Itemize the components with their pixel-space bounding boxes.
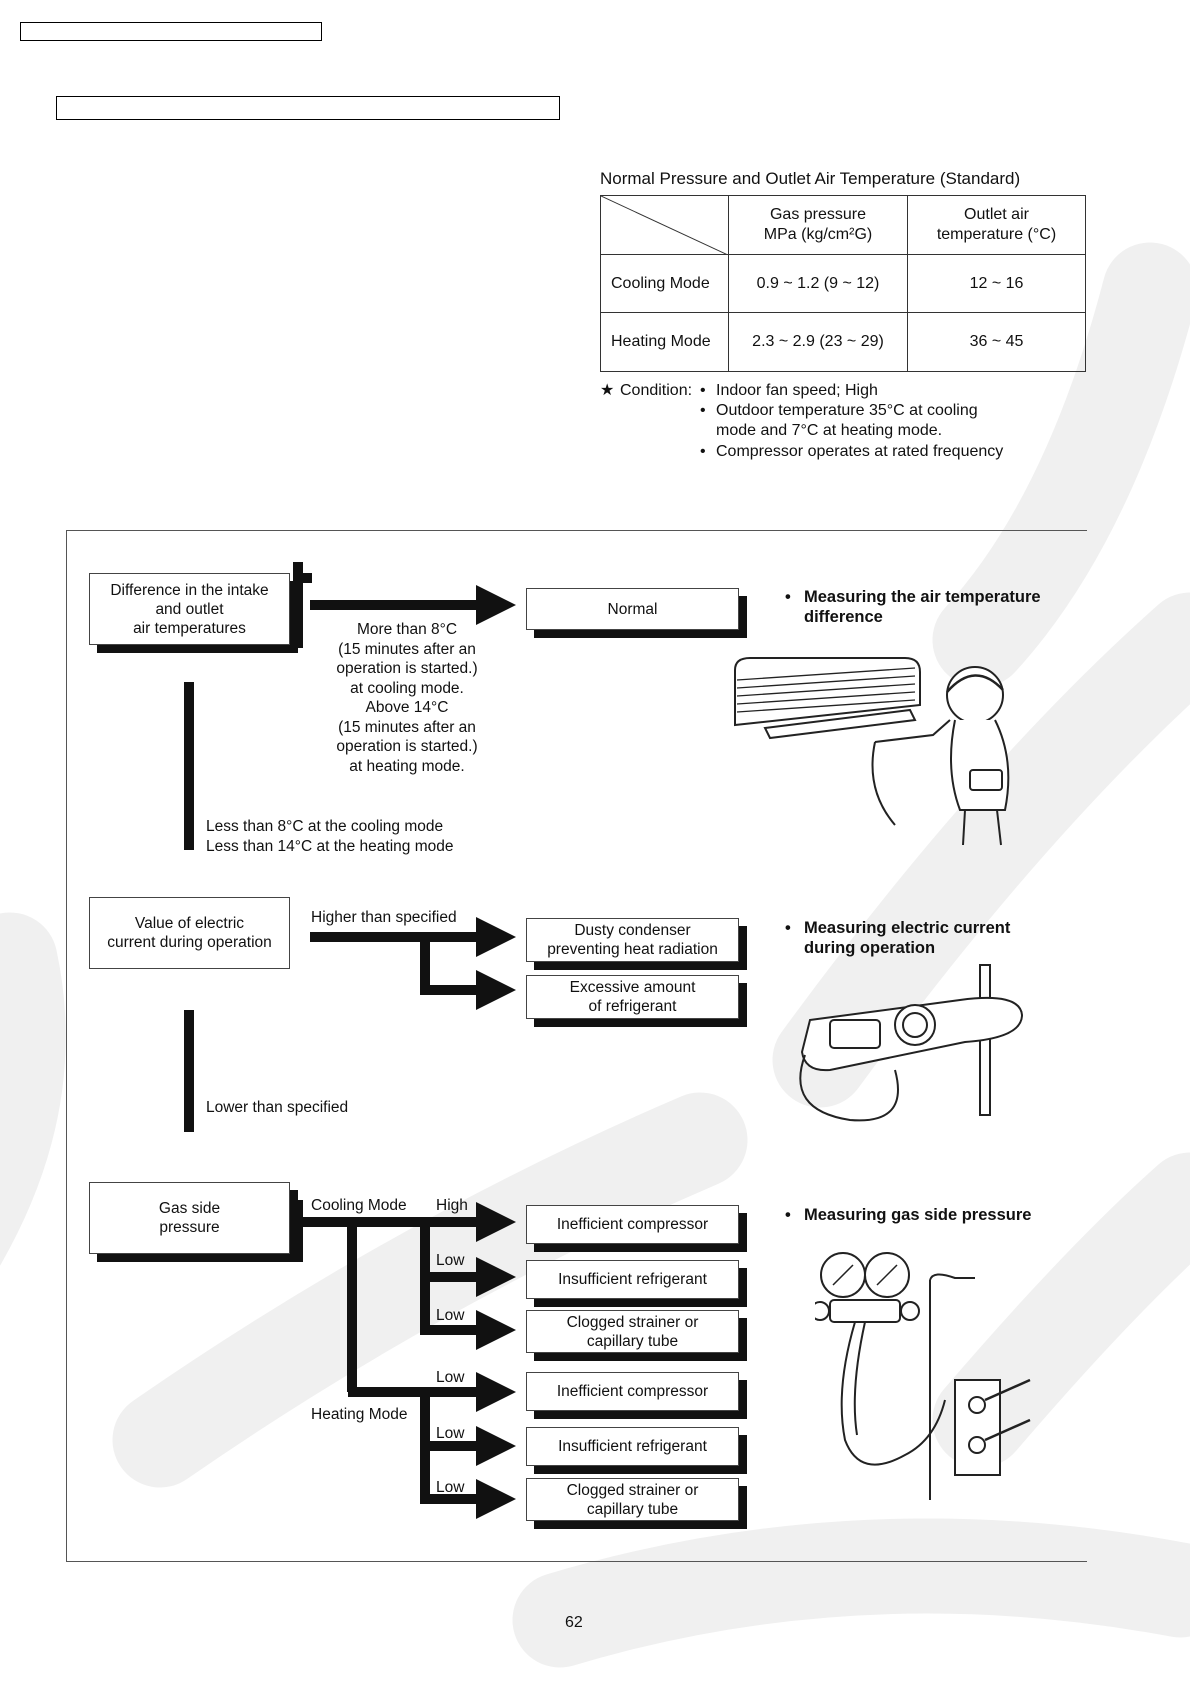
row-pressure: 2.3 ~ 2.9 (23 ~ 29) xyxy=(728,312,908,372)
result-insufficient-refrigerant-cooling: Insufficient refrigerant xyxy=(526,1260,739,1299)
row-label: Cooling Mode xyxy=(600,254,729,313)
heating-mode-label: Heating Mode xyxy=(311,1406,408,1423)
condition-bullet: • xyxy=(700,443,706,460)
result-clogged-strainer-heating: Clogged strainer or capillary tube xyxy=(526,1478,739,1521)
result-inefficient-compressor-cooling: Inefficient compressor xyxy=(526,1205,739,1244)
result-insufficient-refrigerant-heating: Insufficient refrigerant xyxy=(526,1427,739,1466)
condition-bullet: • xyxy=(700,402,706,419)
result-normal-box: Normal xyxy=(526,588,739,630)
row-label: Heating Mode xyxy=(600,312,729,372)
note-air-temperature: Measuring the air temperature difference xyxy=(785,587,1041,627)
result-dusty-condenser-box: Dusty condenser preventing heat radiatio… xyxy=(526,918,739,962)
note-gas-side-pressure: Measuring gas side pressure xyxy=(785,1205,1031,1225)
row-temp: 36 ~ 45 xyxy=(907,312,1086,372)
low-temperature-label: Less than 8°C at the cooling mode Less t… xyxy=(206,818,454,855)
pressure-level-label: Low xyxy=(436,1252,465,1269)
condition-item: Indoor fan speed; High xyxy=(716,382,878,399)
condition-label: Condition: xyxy=(620,382,693,399)
table-row: Heating Mode 2.3 ~ 2.9 (23 ~ 29) 36 ~ 45 xyxy=(600,312,1086,372)
condition-item: Compressor operates at rated frequency xyxy=(716,443,1004,460)
pressure-level-label: Low xyxy=(436,1307,465,1324)
result-clogged-strainer-cooling: Clogged strainer or capillary tube xyxy=(526,1310,739,1353)
gas-side-pressure-box: Gas side pressure xyxy=(89,1182,290,1254)
air-conditioner-technician-illustration xyxy=(734,657,1010,846)
star-icon: ★ xyxy=(600,382,615,399)
result-inefficient-compressor-heating: Inefficient compressor xyxy=(526,1372,739,1411)
header-title-box xyxy=(20,22,322,41)
header-outlet-temp: Outlet air temperature (°C) xyxy=(907,195,1086,255)
table-row: Cooling Mode 0.9 ~ 1.2 (9 ~ 12) 12 ~ 16 xyxy=(600,254,1086,313)
condition-item: Outdoor temperature 35°C at cooling xyxy=(716,402,978,419)
pressure-level-label: Low xyxy=(436,1369,465,1386)
header-gas-pressure: Gas pressure MPa (kg/cm²G) xyxy=(728,195,908,255)
condition-item: mode and 7°C at heating mode. xyxy=(716,422,943,439)
condition-bullet: • xyxy=(700,382,706,399)
pressure-temperature-table: Gas pressure MPa (kg/cm²G) Outlet air te… xyxy=(600,195,1086,372)
pressure-gauge-manifold-illustration xyxy=(815,1252,1031,1500)
pressure-level-label: Low xyxy=(436,1425,465,1442)
diagnosis-diagram-frame xyxy=(66,530,1087,1562)
row-pressure: 0.9 ~ 1.2 (9 ~ 12) xyxy=(728,254,908,313)
row-temp: 12 ~ 16 xyxy=(907,254,1086,313)
clamp-meter-illustration xyxy=(799,964,1024,1122)
air-temperature-difference-box: Difference in the intake and outlet air … xyxy=(89,573,290,645)
lower-than-specified-label: Lower than specified xyxy=(206,1099,349,1116)
table-corner-cell xyxy=(600,195,729,255)
page-number: 62 xyxy=(565,1614,583,1631)
section-title-box xyxy=(56,96,560,120)
corner-diagonal xyxy=(601,196,728,255)
normal-condition-label: More than 8°C (15 minutes after an opera… xyxy=(336,621,478,775)
result-excessive-refrigerant-box: Excessive amount of refrigerant xyxy=(526,975,739,1019)
cooling-mode-label: Cooling Mode xyxy=(311,1197,407,1214)
higher-than-specified-label: Higher than specified xyxy=(311,909,457,926)
note-electric-current: Measuring electric current during operat… xyxy=(785,918,1010,958)
pressure-level-label: Low xyxy=(436,1479,465,1496)
electric-current-box: Value of electric current during operati… xyxy=(89,897,290,969)
condition-notes: ★ Condition: • Indoor fan speed; High • … xyxy=(600,381,1080,471)
pressure-level-label: High xyxy=(436,1197,468,1214)
table-title: Normal Pressure and Outlet Air Temperatu… xyxy=(600,169,1021,188)
